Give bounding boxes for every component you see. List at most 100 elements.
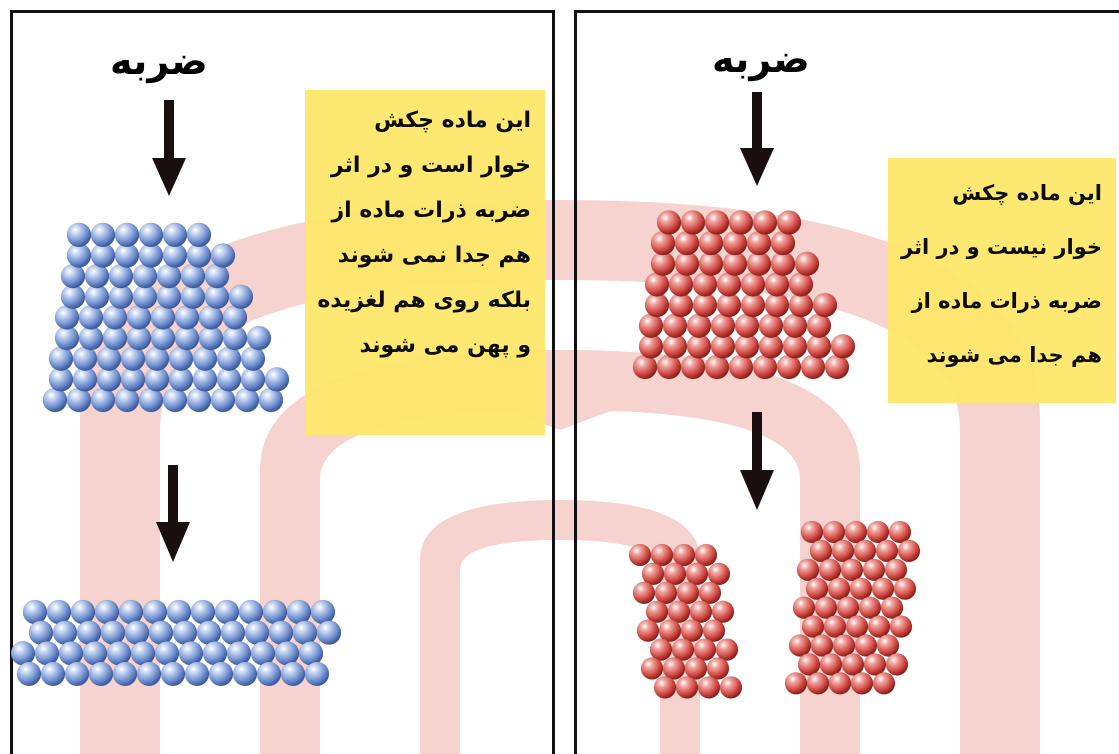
red-particle bbox=[707, 562, 731, 586]
red-particle bbox=[752, 354, 778, 380]
blue-particle bbox=[210, 243, 236, 268]
blue-particle bbox=[42, 387, 68, 413]
note-line: این ماده چکش bbox=[952, 181, 1102, 205]
panel-brittle bbox=[574, 10, 1119, 754]
blue-particle bbox=[28, 620, 54, 645]
blue-particle bbox=[198, 305, 224, 330]
blue-particle bbox=[226, 640, 252, 666]
red-particle bbox=[885, 653, 909, 676]
blue-particle bbox=[162, 387, 188, 413]
blue-particle bbox=[64, 661, 90, 687]
blue-particle bbox=[72, 346, 98, 372]
blue-particle bbox=[222, 305, 248, 330]
blue-particle bbox=[238, 599, 264, 625]
blue-particle bbox=[156, 263, 182, 289]
panel-left-note: این ماده چکش خوار است و در اثر ضربه ذرات… bbox=[305, 90, 545, 435]
blue-particle bbox=[78, 305, 104, 330]
blue-particle bbox=[178, 640, 204, 666]
blue-particle bbox=[304, 661, 330, 687]
blue-particle bbox=[162, 222, 188, 248]
blue-particle bbox=[66, 387, 92, 413]
red-particle bbox=[884, 558, 908, 582]
blue-particle bbox=[22, 599, 48, 625]
red-particle bbox=[770, 230, 796, 256]
blue-particle bbox=[166, 599, 192, 625]
particle-groups bbox=[10, 210, 921, 699]
red-particle bbox=[706, 657, 730, 680]
blue-particle bbox=[126, 305, 152, 330]
red-particle bbox=[628, 543, 652, 567]
red-particle bbox=[806, 672, 830, 695]
blue-particle bbox=[52, 620, 78, 645]
blue-particle bbox=[70, 599, 96, 625]
red-particle bbox=[824, 354, 850, 380]
blue-particle bbox=[232, 661, 258, 687]
blue-particle bbox=[120, 346, 146, 372]
panel-malleable bbox=[10, 10, 555, 754]
blue-particle bbox=[88, 661, 114, 687]
blue-particle bbox=[118, 599, 144, 625]
blue-particle bbox=[144, 346, 170, 372]
blue-particle bbox=[214, 599, 240, 625]
red-particle bbox=[692, 272, 718, 297]
blue-particle bbox=[66, 222, 92, 248]
red-particle bbox=[782, 313, 808, 339]
red-particle bbox=[788, 272, 814, 297]
blue-particle bbox=[298, 640, 324, 666]
blue-particle bbox=[76, 620, 102, 645]
blue-particle bbox=[262, 599, 288, 625]
red-particle bbox=[653, 676, 677, 699]
blue-particle bbox=[168, 346, 194, 372]
arrow-right-bottom-icon bbox=[740, 412, 774, 510]
blue-particle bbox=[202, 640, 228, 666]
red-particle bbox=[656, 354, 682, 380]
blue-particle bbox=[240, 346, 266, 372]
red-particle bbox=[758, 313, 784, 339]
red-particle bbox=[674, 230, 700, 256]
blue-particle bbox=[142, 599, 168, 625]
red-particle bbox=[719, 676, 743, 699]
red-particle bbox=[668, 272, 694, 297]
note-line: خوار است و در اثر bbox=[330, 153, 531, 178]
note-line: خوار نیست و در اثر bbox=[901, 235, 1102, 259]
arrow-left-top-icon bbox=[152, 100, 186, 196]
red-particle bbox=[828, 672, 852, 695]
red-particle bbox=[704, 210, 730, 235]
blue-particle bbox=[150, 305, 176, 330]
red-particle bbox=[728, 354, 754, 380]
blue-particle bbox=[90, 222, 116, 248]
note-line: هم جدا می شوند bbox=[926, 343, 1102, 367]
blue-particle bbox=[268, 620, 294, 645]
red-particle bbox=[715, 638, 739, 661]
red-particle bbox=[675, 676, 699, 699]
red-particle bbox=[784, 672, 808, 695]
red-particle bbox=[876, 634, 900, 657]
blue-particle bbox=[96, 346, 122, 372]
red-particle bbox=[812, 292, 838, 318]
red-particle bbox=[897, 539, 921, 563]
blue-particle bbox=[130, 640, 156, 666]
blue-particle bbox=[220, 620, 246, 645]
blue-particle bbox=[10, 640, 36, 666]
blue-particle bbox=[250, 640, 276, 666]
red-particle bbox=[702, 619, 726, 642]
blue-particle bbox=[264, 367, 290, 392]
note-line: ضربه ذرات ماده از bbox=[911, 289, 1102, 313]
red-particle bbox=[632, 354, 658, 380]
panel-right-heading: ضربه bbox=[712, 37, 810, 81]
blue-particle bbox=[192, 346, 218, 372]
red-particle bbox=[806, 313, 832, 339]
blue-particle bbox=[316, 620, 342, 645]
note-line: و پهن می شوند bbox=[359, 333, 531, 358]
red-particle bbox=[764, 272, 790, 297]
red-particle bbox=[888, 520, 912, 544]
panel-right-note: این ماده چکش خوار نیست و در اثر ضربه ذرا… bbox=[888, 158, 1116, 403]
blue-particle bbox=[108, 263, 134, 289]
red-particle bbox=[640, 657, 664, 680]
blue-particle bbox=[286, 599, 312, 625]
blue-particle bbox=[184, 661, 210, 687]
arrow-left-bottom-icon bbox=[156, 465, 190, 562]
blue-particle bbox=[160, 661, 186, 687]
blue-particle bbox=[216, 346, 242, 372]
